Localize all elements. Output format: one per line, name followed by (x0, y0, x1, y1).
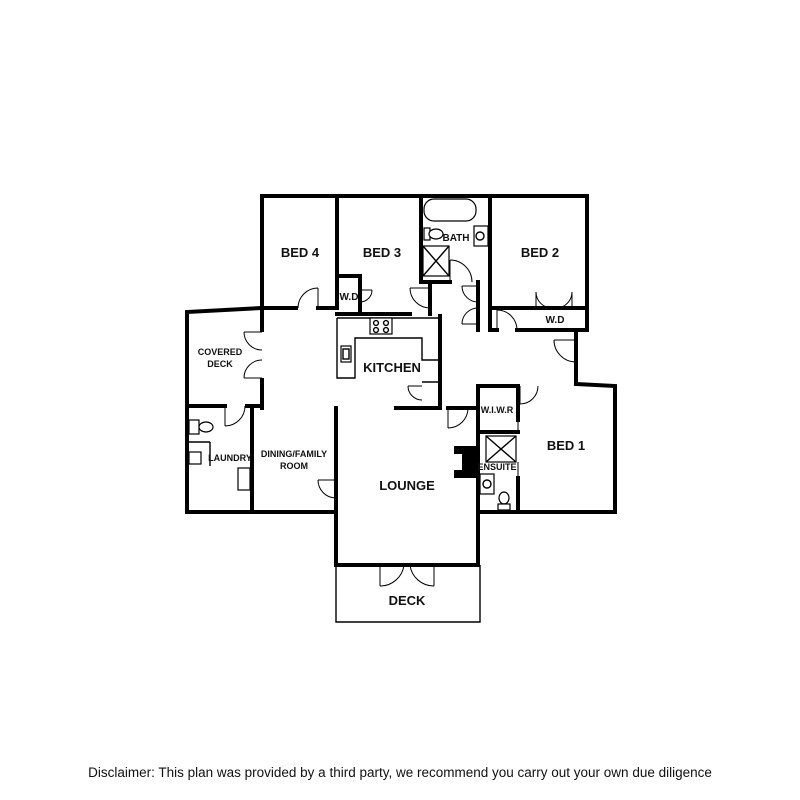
kitchen-bench (336, 317, 440, 383)
deck-outline (335, 565, 481, 623)
room-label-lounge: LOUNGE (379, 478, 435, 493)
room-label-deck: DECK (389, 593, 426, 608)
laundry-fixtures (188, 419, 251, 491)
doors (224, 259, 577, 587)
room-label-wiwr: W.I.W.R (481, 405, 514, 415)
room-label-kitchen: KITCHEN (363, 360, 421, 375)
room-label-laundry: LAUNDRY (208, 453, 252, 463)
room-label-bed1: BED 1 (547, 438, 585, 453)
disclaimer-text: Disclaimer: This plan was provided by a … (88, 765, 712, 780)
room-label-bed2: BED 2 (521, 245, 559, 260)
room-label-covered-deck-2: DECK (207, 359, 233, 369)
bath-fixtures (422, 198, 489, 277)
room-label-wd-bed3: W.D (340, 292, 359, 303)
fireplace (454, 446, 478, 478)
room-label-bath: BATH (442, 233, 469, 244)
room-label-dining-2: ROOM (280, 461, 308, 471)
room-label-bed3: BED 3 (363, 245, 401, 260)
room-label-covered-deck-1: COVERED (198, 347, 243, 357)
ensuite-fixtures (479, 435, 517, 511)
room-label-bed4: BED 4 (281, 245, 320, 260)
room-label-ensuite: ENSUITE (477, 462, 516, 472)
room-label-wd-bed2: W.D (546, 315, 565, 326)
interior-walls (185, 194, 589, 514)
room-label-dining-1: DINING/FAMILY (261, 449, 327, 459)
